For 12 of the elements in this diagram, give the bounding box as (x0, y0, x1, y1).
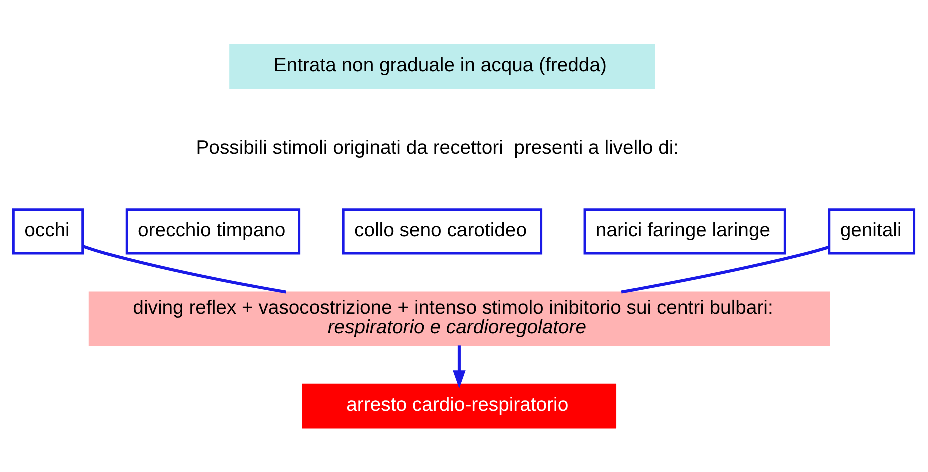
arrow (453, 345, 466, 388)
node-box: arresto cardio-respiratorio (302, 383, 617, 428)
node-box: narici faringe laringe (584, 208, 786, 254)
node-box: diving reflex + vasocostrizione + intenso stimolo inibitorio sui centri bulbari: respiratorio e cardioregolatore (88, 291, 830, 346)
label: Possibili stimoli originati da recettori presenti a livello di: (196, 136, 680, 158)
node-box: genitali (828, 208, 916, 254)
connector (621, 245, 830, 294)
node-box: orecchio timpano (126, 208, 301, 254)
connector (82, 244, 286, 294)
node-box: Entrata non graduale in acqua (fredda) (230, 44, 656, 89)
node-box: collo seno carotideo (342, 208, 543, 254)
node-box: occhi (12, 208, 84, 254)
